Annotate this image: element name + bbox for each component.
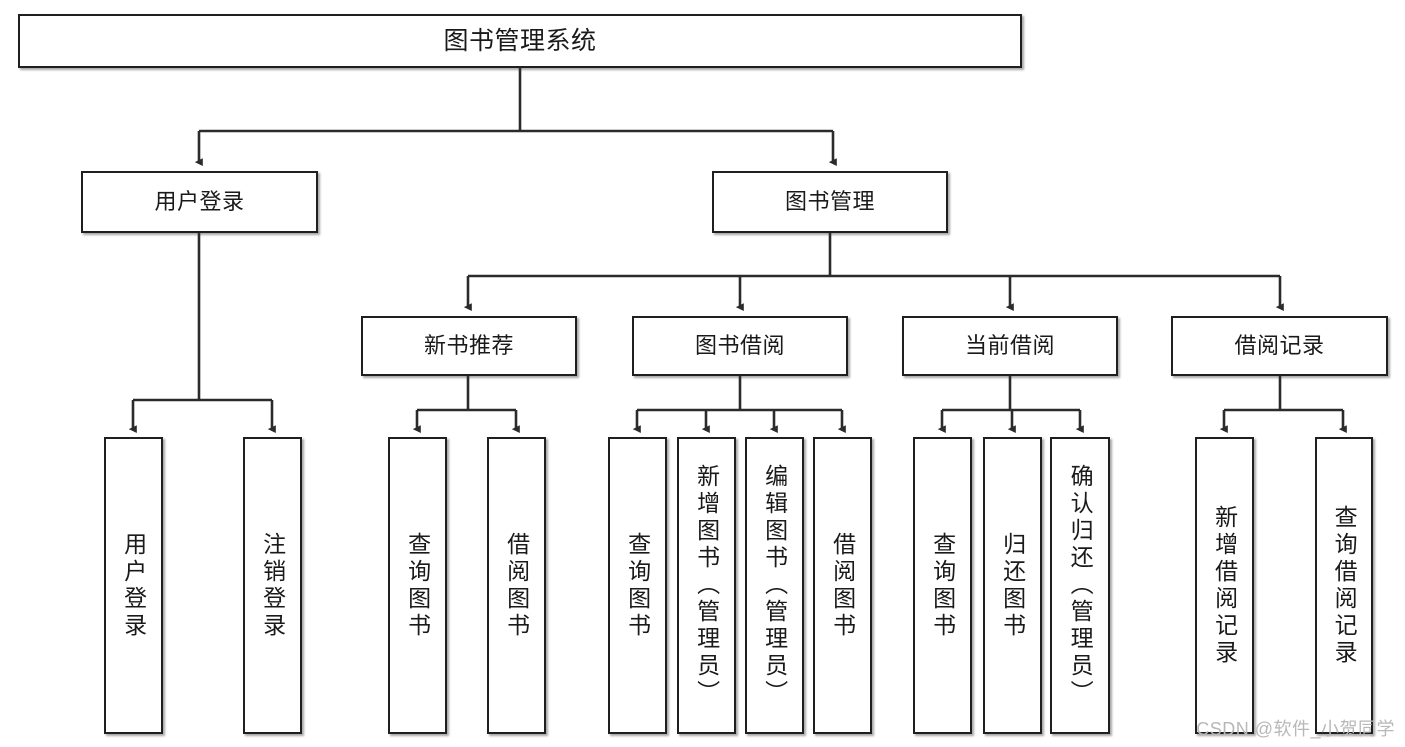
node-borrow-record-label: 借阅记录 [1234, 333, 1325, 359]
node-leaf-query-book-1-label: 查询图书 [404, 531, 431, 640]
node-borrow-record[interactable]: 借阅记录 [1171, 316, 1388, 376]
node-root[interactable]: 图书管理系统 [18, 14, 1022, 68]
node-leaf-user-login-label: 用户登录 [120, 531, 147, 640]
node-leaf-query-record-label: 查询借阅记录 [1331, 504, 1358, 667]
node-leaf-query-book-1[interactable]: 查询图书 [388, 437, 447, 734]
watermark-text: CSDN @软件_小贺同学 [1196, 719, 1395, 739]
node-leaf-return-book-label: 归还图书 [999, 531, 1026, 640]
node-current-borrow[interactable]: 当前借阅 [902, 316, 1118, 376]
node-leaf-logout-label: 注销登录 [259, 531, 286, 640]
node-leaf-borrow-book-1[interactable]: 借阅图书 [487, 437, 546, 734]
node-root-label: 图书管理系统 [443, 26, 597, 55]
node-leaf-add-record[interactable]: 新增借阅记录 [1195, 437, 1254, 734]
node-leaf-confirm-return[interactable]: 确认归还（管理员） [1050, 437, 1110, 734]
node-leaf-return-book[interactable]: 归还图书 [983, 437, 1042, 734]
node-leaf-query-record[interactable]: 查询借阅记录 [1315, 437, 1373, 734]
node-leaf-borrow-book-1-label: 借阅图书 [503, 531, 530, 640]
node-new-book-recommend-label: 新书推荐 [423, 333, 514, 359]
node-leaf-borrow-book-2[interactable]: 借阅图书 [813, 437, 872, 734]
node-book-borrow-label: 图书借阅 [694, 333, 785, 359]
node-leaf-logout[interactable]: 注销登录 [243, 437, 302, 734]
node-leaf-add-book-label: 新增图书（管理员） [693, 464, 720, 707]
node-user-login[interactable]: 用户登录 [81, 171, 318, 233]
node-leaf-add-record-label: 新增借阅记录 [1211, 504, 1238, 667]
node-book-borrow[interactable]: 图书借阅 [632, 316, 848, 376]
node-leaf-query-book-3-label: 查询图书 [929, 531, 956, 640]
node-current-borrow-label: 当前借阅 [964, 333, 1055, 359]
node-leaf-confirm-return-label: 确认归还（管理员） [1067, 464, 1094, 707]
node-leaf-query-book-3[interactable]: 查询图书 [913, 437, 972, 734]
node-new-book-recommend[interactable]: 新书推荐 [361, 316, 577, 376]
node-user-login-label: 用户登录 [154, 189, 245, 215]
node-leaf-query-book-2[interactable]: 查询图书 [608, 437, 667, 734]
node-leaf-add-book[interactable]: 新增图书（管理员） [677, 437, 736, 734]
node-book-manage[interactable]: 图书管理 [712, 171, 948, 233]
node-leaf-query-book-2-label: 查询图书 [624, 531, 651, 640]
node-leaf-borrow-book-2-label: 借阅图书 [829, 531, 856, 640]
node-leaf-user-login[interactable]: 用户登录 [104, 437, 163, 734]
node-leaf-edit-book[interactable]: 编辑图书（管理员） [745, 437, 804, 734]
node-book-manage-label: 图书管理 [784, 189, 875, 215]
node-leaf-edit-book-label: 编辑图书（管理员） [761, 464, 788, 707]
